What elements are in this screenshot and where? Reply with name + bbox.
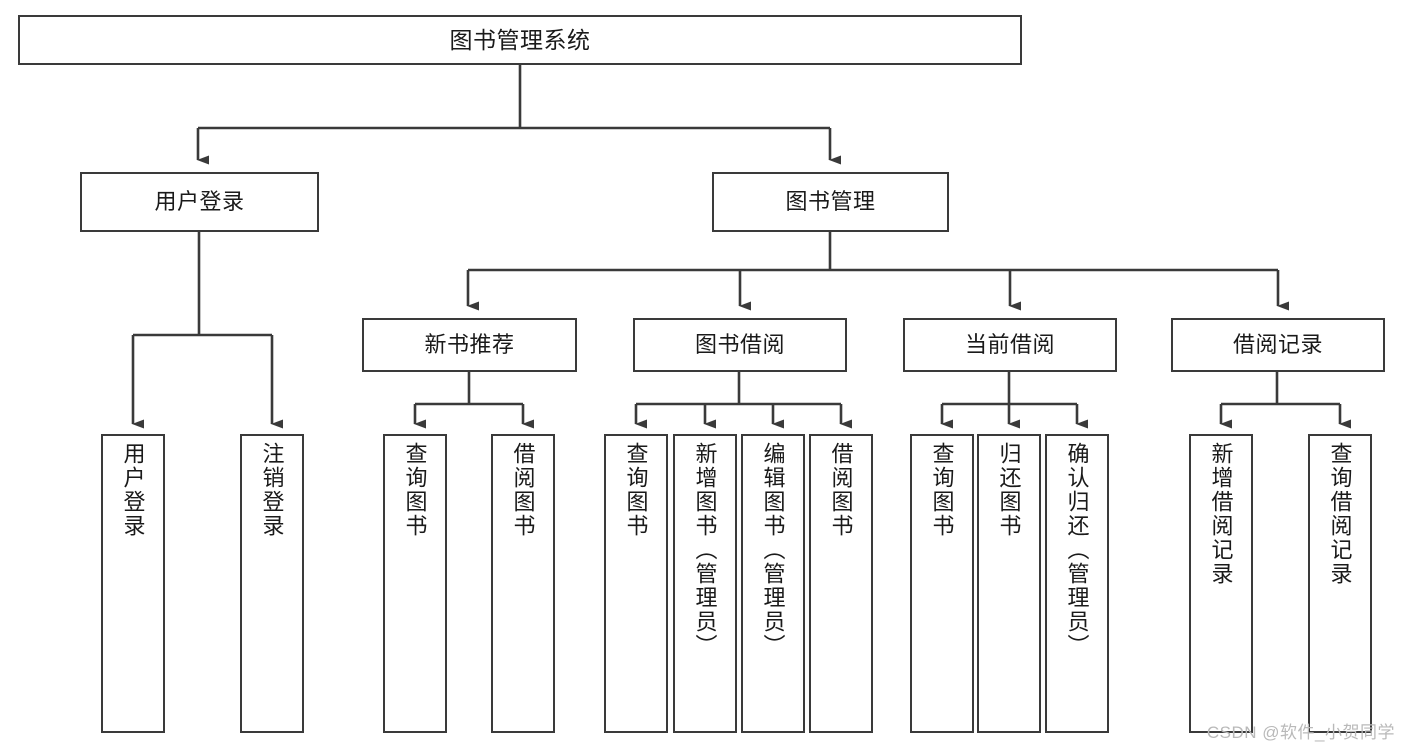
leaf-query-book-current[interactable]: 查询图书 [910, 434, 974, 733]
node-label: 查询图书 [402, 442, 428, 538]
leaf-confirm-return[interactable]: 确认归还（管理员） [1045, 434, 1109, 733]
node-label: 借阅记录 [1232, 332, 1323, 358]
leaf-user-logout[interactable]: 注销登录 [240, 434, 304, 733]
leaf-borrow-book-recommend[interactable]: 借阅图书 [491, 434, 555, 733]
node-label: 注销登录 [259, 442, 285, 538]
node-label: 归还图书 [996, 442, 1022, 538]
node-current-borrow[interactable]: 当前借阅 [903, 318, 1117, 372]
node-label: 图书管理系统 [449, 26, 591, 53]
node-user-login[interactable]: 用户登录 [80, 172, 319, 232]
node-label: 查询图书 [623, 442, 649, 538]
node-label: 图书管理 [785, 189, 876, 215]
node-root-system[interactable]: 图书管理系统 [18, 15, 1022, 65]
leaf-query-book-borrow[interactable]: 查询图书 [604, 434, 668, 733]
node-label: 用户登录 [120, 442, 146, 538]
leaf-borrow-book[interactable]: 借阅图书 [809, 434, 873, 733]
node-label: 借阅图书 [510, 442, 536, 538]
node-book-borrow[interactable]: 图书借阅 [633, 318, 847, 372]
leaf-return-book[interactable]: 归还图书 [977, 434, 1041, 733]
node-label: 确认归还（管理员） [1064, 442, 1090, 658]
node-label: 查询借阅记录 [1327, 442, 1353, 586]
node-new-book-recommend[interactable]: 新书推荐 [362, 318, 577, 372]
leaf-query-borrow-record[interactable]: 查询借阅记录 [1308, 434, 1372, 733]
node-label: 新增图书（管理员） [692, 442, 718, 658]
node-label: 编辑图书（管理员） [760, 442, 786, 658]
leaf-user-login[interactable]: 用户登录 [101, 434, 165, 733]
node-label: 借阅图书 [828, 442, 854, 538]
node-label: 图书借阅 [694, 332, 785, 358]
node-label: 当前借阅 [964, 332, 1055, 358]
csdn-watermark: CSDN @软件_小贺同学 [1206, 723, 1395, 742]
node-label: 用户登录 [154, 189, 245, 215]
leaf-query-book-recommend[interactable]: 查询图书 [383, 434, 447, 733]
node-label: 新增借阅记录 [1208, 442, 1234, 586]
node-book-manage[interactable]: 图书管理 [712, 172, 949, 232]
node-label: 新书推荐 [424, 332, 515, 358]
leaf-edit-book[interactable]: 编辑图书（管理员） [741, 434, 805, 733]
node-borrow-record[interactable]: 借阅记录 [1171, 318, 1385, 372]
node-label: 查询图书 [929, 442, 955, 538]
leaf-add-borrow-record[interactable]: 新增借阅记录 [1189, 434, 1253, 733]
leaf-add-book[interactable]: 新增图书（管理员） [673, 434, 737, 733]
